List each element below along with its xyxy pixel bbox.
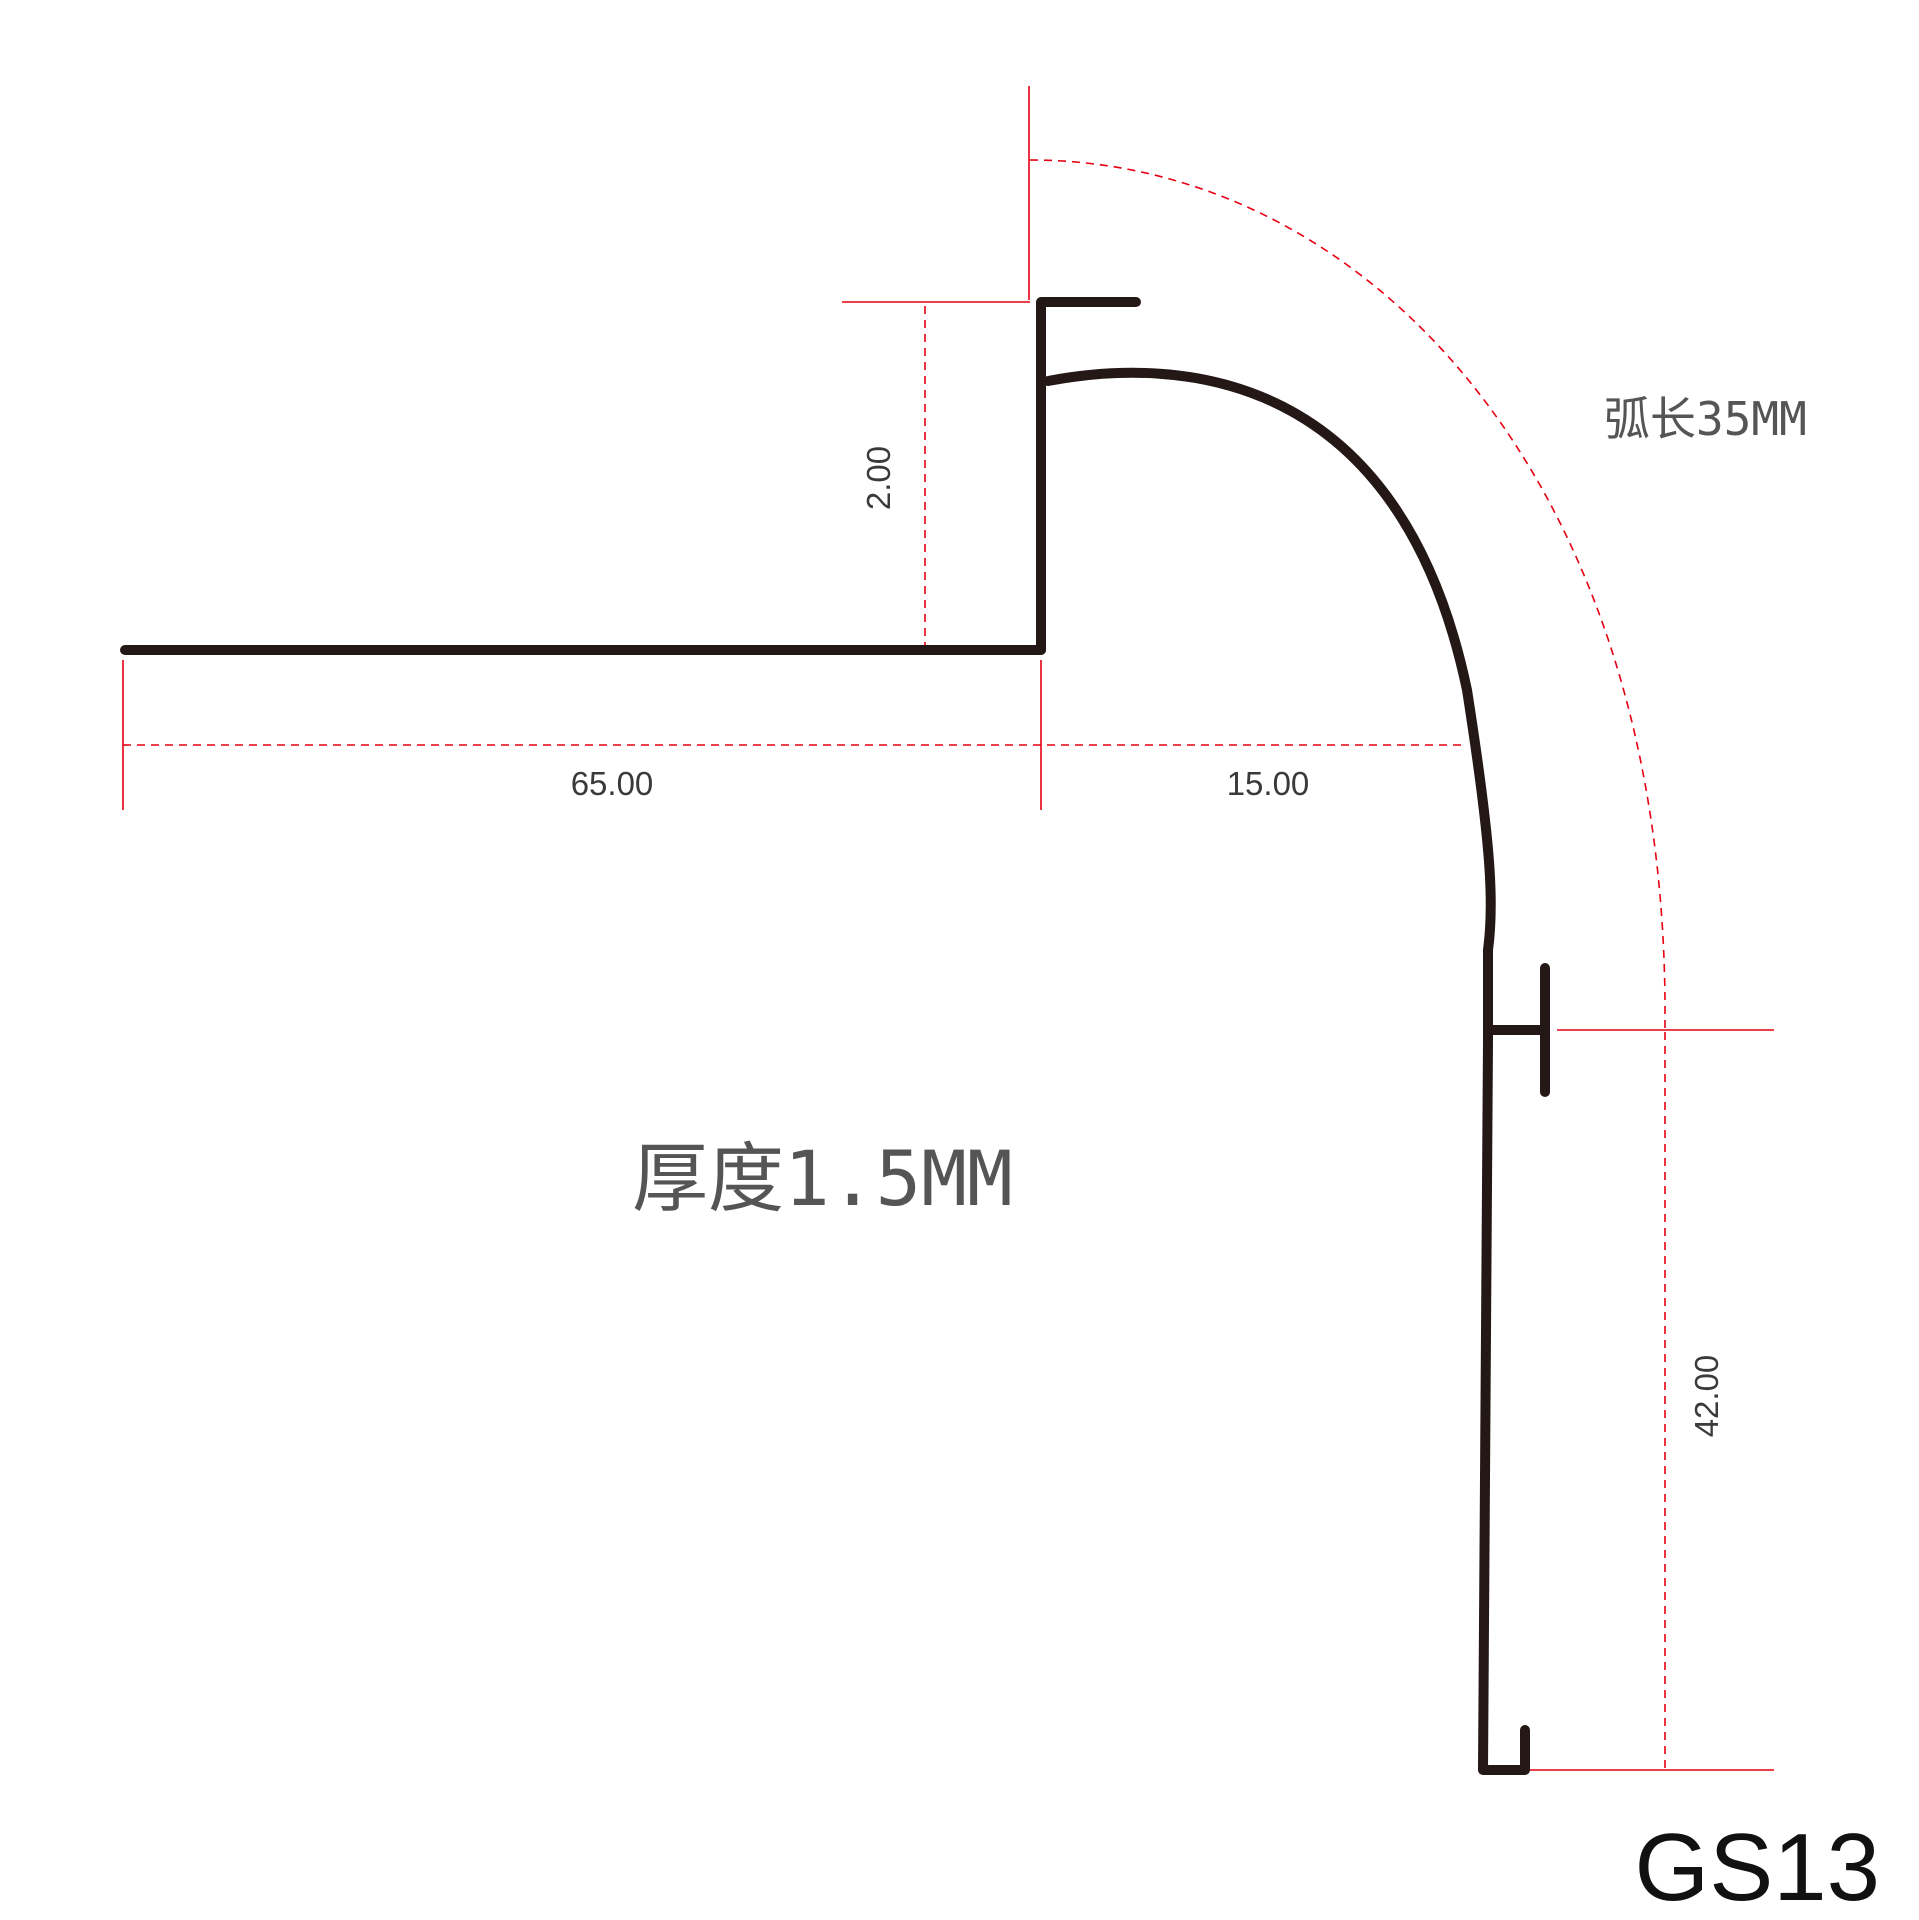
profile-step — [1036, 297, 1141, 655]
metal-profile — [120, 297, 1550, 1775]
note-arc-length: 弧长35MM — [1604, 392, 1807, 446]
profile-curved-nose — [1043, 367, 1496, 955]
dimension-label-width-right: 15.00 — [1227, 765, 1310, 802]
dimension-label-leg-height: 42.00 — [1688, 1355, 1725, 1438]
profile-vertical-leg — [1478, 945, 1530, 1775]
model-number: GS13 — [1635, 1814, 1880, 1920]
dimension-label-step-height: 2.00 — [860, 446, 897, 510]
note-thickness: 厚度1.5MM — [632, 1134, 1013, 1223]
dimension-lines — [122, 86, 1774, 1771]
dimension-label-width-left: 65.00 — [571, 765, 654, 802]
dimension-arc-length — [1029, 159, 1666, 1030]
